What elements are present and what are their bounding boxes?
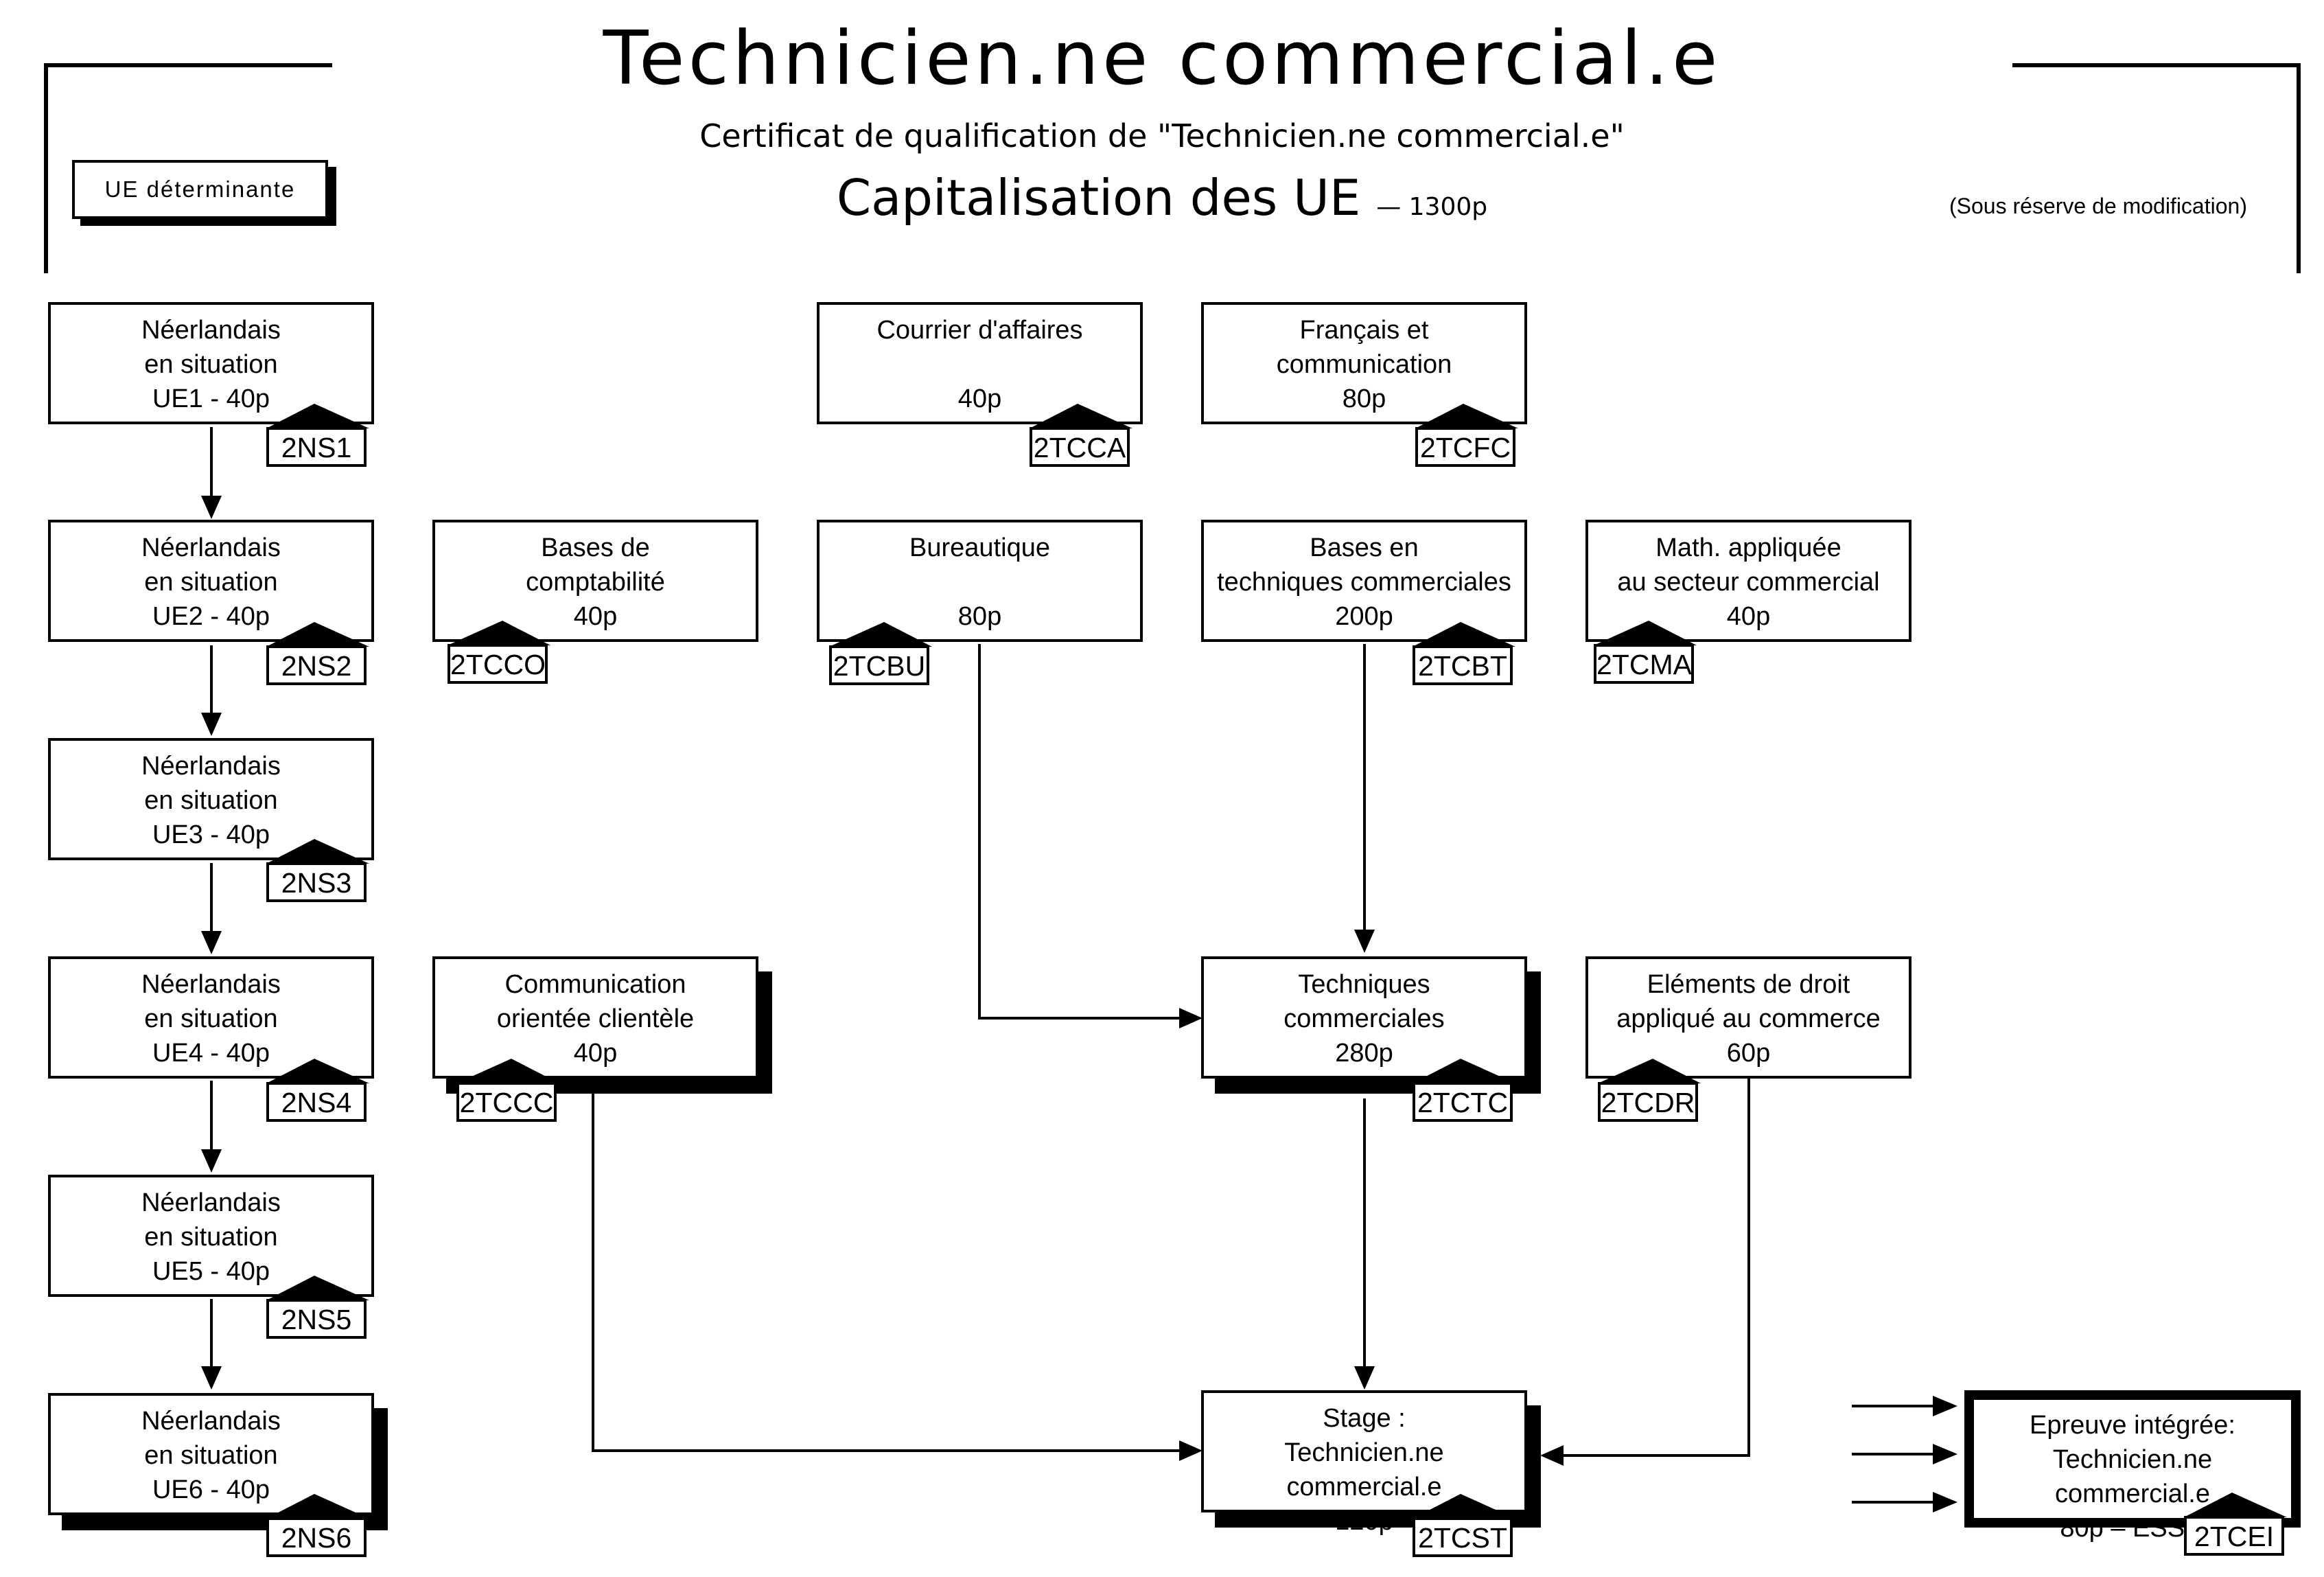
unit-code: 2NS2 — [266, 645, 367, 685]
capitalisation-heading: Capitalisation des UE — 1300p — [0, 165, 2324, 240]
tag-roof-icon — [1598, 1059, 1701, 1083]
unit-code: 2NS5 — [266, 1299, 367, 1339]
unit-code: 2TCCA — [1030, 427, 1130, 467]
unit-credits: 40p — [573, 602, 618, 631]
unit-box-2ns6: Néerlandais en situation UE6 - 40p — [48, 1393, 374, 1515]
tag-roof-icon — [829, 622, 932, 647]
unit-code: 2TCTC — [1413, 1082, 1513, 1122]
unit-title: Bases en techniques commerciales — [1217, 533, 1511, 597]
tag-roof-icon — [266, 1494, 369, 1519]
modification-note: (Sous réserve de modification) — [1949, 194, 2247, 218]
unit-title: Bureautique — [909, 533, 1050, 562]
unit-credits: 40p — [1726, 602, 1771, 631]
unit-credits: UE6 - 40p — [152, 1475, 270, 1504]
unit-title: Néerlandais en situation — [141, 316, 281, 379]
unit-code: 2TCBT — [1413, 645, 1513, 685]
arrow-tcbu-tctc — [978, 644, 1181, 1020]
unit-credits: 200p — [1335, 602, 1393, 631]
tag-roof-icon — [266, 622, 369, 647]
unit-title: Bases de comptabilité — [526, 533, 665, 597]
unit-code: 2TCBU — [829, 645, 929, 685]
diagram-title: Technicien.ne commercial.e — [603, 16, 1721, 102]
unit-box-2tcfc: Français et communication 80p — [1201, 302, 1527, 424]
unit-box-2tcco: Bases de comptabilité 40p — [432, 520, 758, 642]
unit-box-2tctc: Techniques commerciales 280p — [1201, 956, 1527, 1079]
unit-code: 2TCCC — [456, 1082, 557, 1122]
unit-title: Communication orientée clientèle — [496, 970, 695, 1033]
unit-credits: UE5 - 40p — [152, 1257, 270, 1286]
unit-box-2tccc: Communication orientée clientèle 40p — [432, 956, 758, 1079]
heading-text: Capitalisation des UE — [836, 169, 1361, 227]
unit-title: Eléments de droit appliqué au commerce — [1616, 970, 1881, 1033]
unit-title: Français et communication — [1276, 316, 1452, 379]
tag-roof-icon — [1594, 621, 1697, 645]
arrow-tccc-tcst — [592, 1088, 1181, 1452]
unit-code: 2TCFC — [1415, 427, 1515, 467]
tag-roof-icon — [1413, 1059, 1515, 1083]
unit-code: 2NS3 — [266, 862, 367, 902]
unit-box-2ns1: Néerlandais en situation UE1 - 40p — [48, 302, 374, 424]
unit-box-2tcst: Stage : Technicien.ne commercial.e 120p — [1201, 1390, 1527, 1536]
unit-title: Stage : Technicien.ne commercial.e — [1284, 1404, 1444, 1501]
unit-code: 2TCST — [1413, 1517, 1513, 1557]
unit-code: 2TCEI — [2184, 1516, 2284, 1556]
unit-title: Néerlandais en situation — [141, 1188, 281, 1252]
unit-box-2ns2: Néerlandais en situation UE2 - 40p — [48, 520, 374, 642]
unit-box-2ns3: Néerlandais en situation UE3 - 40p — [48, 738, 374, 860]
tag-roof-icon — [266, 404, 369, 428]
unit-title: Néerlandais en situation — [141, 1407, 281, 1470]
unit-title: Techniques commerciales — [1283, 970, 1445, 1033]
tag-roof-icon — [2184, 1493, 2287, 1517]
tag-roof-icon — [1030, 404, 1132, 428]
diagram-subtitle: Certificat de qualification de "Technici… — [699, 117, 1625, 154]
unit-code: 2TCCO — [448, 644, 548, 684]
unit-credits: UE1 - 40p — [152, 384, 270, 413]
unit-box-2tcdr: Eléments de droit appliqué au commerce 6… — [1585, 956, 1912, 1079]
tag-roof-icon — [448, 621, 550, 645]
tag-roof-icon — [1415, 404, 1518, 428]
frame-bracket-right — [2012, 63, 2301, 273]
unit-code: 2TCMA — [1594, 644, 1694, 684]
tag-roof-icon — [1413, 622, 1515, 647]
legend-determinant-unit: UE déterminante — [72, 160, 328, 219]
unit-box-2tcma: Math. appliquée au secteur commercial 40… — [1585, 520, 1912, 642]
unit-credits: UE4 - 40p — [152, 1039, 270, 1068]
unit-box-2tcca: Courrier d'affaires 40p — [817, 302, 1143, 424]
unit-title: Math. appliquée au secteur commercial — [1617, 533, 1880, 597]
unit-title: Courrier d'affaires — [876, 316, 1083, 345]
unit-credits: 80p — [957, 602, 1002, 631]
unit-credits: 280p — [1335, 1039, 1393, 1068]
unit-box-2ns5: Néerlandais en situation UE5 - 40p — [48, 1175, 374, 1297]
unit-code: 2NS4 — [266, 1082, 367, 1122]
unit-title: Néerlandais en situation — [141, 752, 281, 815]
unit-box-2ns4: Néerlandais en situation UE4 - 40p — [48, 956, 374, 1079]
frame-bracket-left — [44, 63, 332, 273]
unit-title: Néerlandais en situation — [141, 533, 281, 597]
unit-credits: 40p — [957, 384, 1002, 413]
unit-box-2tcbu: Bureautique 80p — [817, 520, 1143, 642]
arrow-tcdr-tcst — [1562, 1078, 1750, 1457]
unit-credits: 40p — [573, 1039, 618, 1068]
unit-credits: 80p – ESSQ — [2060, 1514, 2205, 1543]
unit-credits: UE3 - 40p — [152, 820, 270, 849]
unit-credits: 60p — [1726, 1039, 1771, 1068]
tag-roof-icon — [266, 1276, 369, 1300]
unit-credits: 120p — [1335, 1507, 1393, 1536]
unit-code: 2NS1 — [266, 427, 367, 467]
unit-credits: UE2 - 40p — [152, 602, 270, 631]
unit-credits: 80p — [1342, 384, 1386, 413]
tag-roof-icon — [266, 839, 369, 864]
tag-roof-icon — [1413, 1494, 1515, 1519]
unit-title: Epreuve intégrée: Technicien.ne commerci… — [2030, 1411, 2235, 1508]
unit-code: 2TCDR — [1598, 1082, 1698, 1122]
unit-box-2tcbt: Bases en techniques commerciales 200p — [1201, 520, 1527, 642]
unit-title: Néerlandais en situation — [141, 970, 281, 1033]
total-credits: — 1300p — [1376, 193, 1488, 221]
tag-roof-icon — [456, 1059, 559, 1083]
tag-roof-icon — [266, 1059, 369, 1083]
unit-code: 2NS6 — [266, 1517, 367, 1557]
